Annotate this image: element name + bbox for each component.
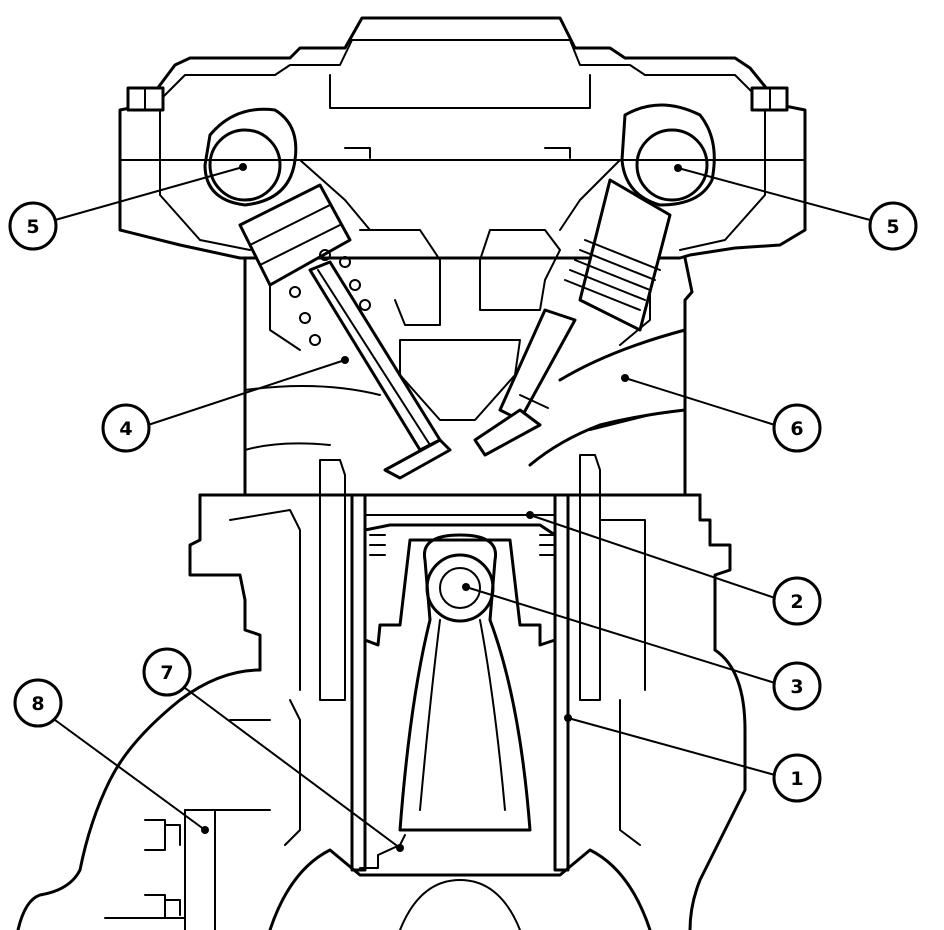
leader-4 <box>147 359 346 426</box>
camshaft-left <box>203 107 298 207</box>
leader-8 <box>54 719 206 831</box>
callout-5-right: 5 <box>868 201 918 251</box>
leader-lines <box>54 166 871 849</box>
cylinder-bore <box>350 493 570 872</box>
leader-7 <box>184 687 401 849</box>
callout-5-left-label: 5 <box>26 216 39 238</box>
connecting-rod <box>398 533 532 832</box>
exhaust-valve-assembly <box>473 178 672 457</box>
callout-6-label: 6 <box>790 418 803 440</box>
leader-5-left <box>54 166 244 221</box>
callout-6: 6 <box>772 403 822 453</box>
cover-bolt-right <box>750 86 789 112</box>
leader-6 <box>624 377 776 426</box>
callout-4: 4 <box>101 403 151 453</box>
callout-5-right-label: 5 <box>886 216 899 238</box>
callout-7: 7 <box>142 647 192 697</box>
callout-8: 8 <box>13 678 63 728</box>
leader-1 <box>567 717 776 776</box>
cylinder-block <box>16 454 747 930</box>
exhaust-port <box>528 328 687 467</box>
callout-3: 3 <box>772 661 822 711</box>
leader-3 <box>465 586 776 684</box>
crankcase <box>268 848 652 930</box>
camshaft-right <box>620 103 716 207</box>
cover-bolt-left <box>126 86 165 112</box>
leader-5-right <box>677 167 871 221</box>
cam-cover <box>118 16 807 260</box>
block-side-bracket <box>104 719 271 930</box>
callout-5-left: 5 <box>8 201 58 251</box>
callout-3-label: 3 <box>790 676 803 698</box>
leader-2 <box>529 514 776 599</box>
callout-4-label: 4 <box>119 418 132 440</box>
callout-2-label: 2 <box>790 591 803 613</box>
callout-8-label: 8 <box>31 693 44 715</box>
callout-7-label: 7 <box>160 662 173 684</box>
callout-1-label: 1 <box>790 768 803 790</box>
callout-1: 1 <box>772 753 822 803</box>
callout-2: 2 <box>772 576 822 626</box>
piston <box>363 511 557 647</box>
intake-valve-assembly <box>238 183 452 480</box>
oil-jet <box>359 834 406 869</box>
